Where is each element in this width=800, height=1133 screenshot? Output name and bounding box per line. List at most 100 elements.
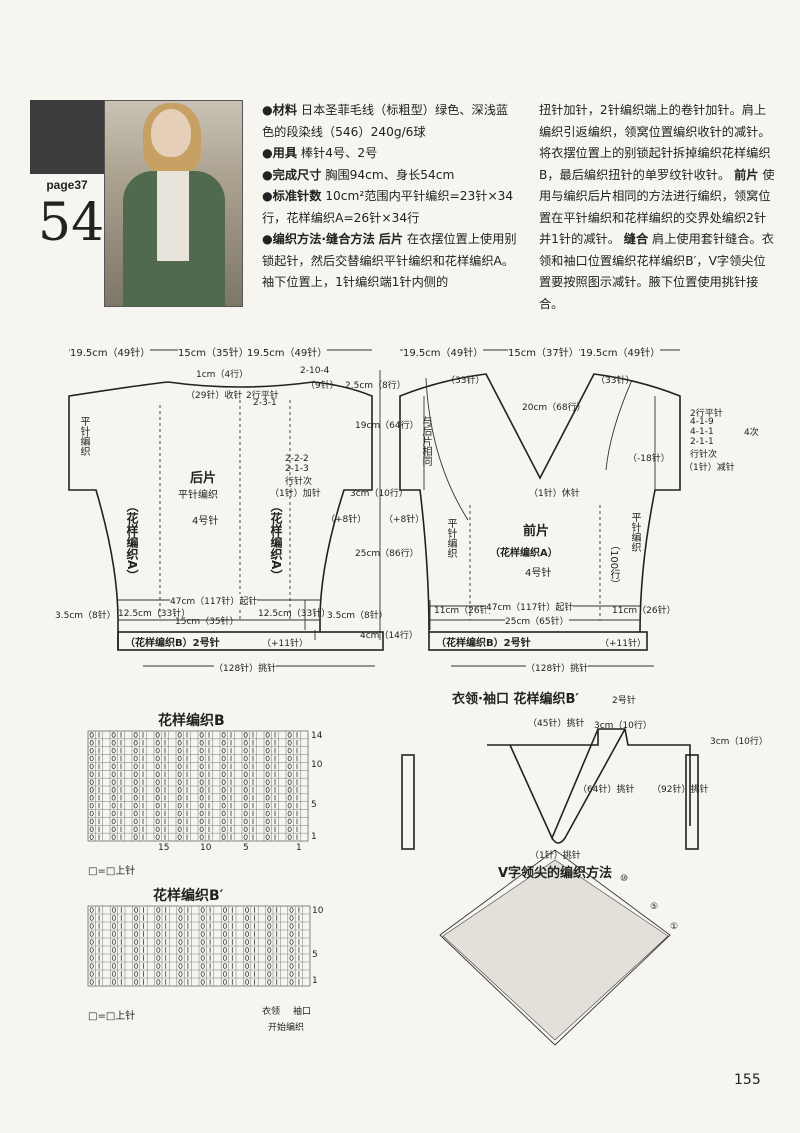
front-needle: 4号针 [525, 568, 552, 579]
back-side-label: 平针编织 [78, 416, 89, 456]
back-shoulder-height: 2.5cm（8行） [345, 381, 406, 391]
front-cast-on: 47cm（117针）起针 [486, 600, 574, 613]
front-v-bottom: （1针）休针 [529, 489, 580, 499]
front-side-label-left: 平针编织 [445, 518, 456, 558]
seam-label: 缝合 [623, 232, 649, 246]
back-seg-center: 15cm（35针） [175, 617, 239, 627]
front-seg: 25cm（65针） [505, 614, 569, 627]
chart-b-col-10: 10 [200, 843, 212, 853]
back-inc-rule-2: 2-1-3 [285, 464, 309, 474]
front-rib-inc: （+11针） [600, 639, 646, 649]
sleeve-pickup92: （92针）挑针 [652, 785, 709, 795]
back-seg-left: 12.5cm（33针） [118, 609, 191, 619]
front-side-label-right: 平针编织 [629, 512, 640, 552]
front-same-as-back: 与后片相同 [420, 416, 431, 466]
collar-pickup45: （45针）挑针 [528, 719, 585, 729]
back-body-height: 19cm（64行） [355, 421, 419, 431]
front-title: 前片 [523, 524, 550, 539]
chart-b-row-1: 1 [311, 832, 317, 842]
back-hem-left: 3.5cm（8针） [55, 611, 116, 621]
chart-b2-row-10: 10 [312, 906, 324, 916]
vneck-mark-10: ⑩ [620, 874, 629, 884]
sleeve-height: 3cm（10行） [710, 737, 768, 747]
back-rib: （花样编织B）2号针 [125, 638, 220, 649]
back-pattern-a-left: （花样编织A） [125, 500, 139, 582]
pattern-number: 54 [38, 193, 105, 253]
back-lower-height: 25cm（86行） [355, 549, 419, 559]
tools-text: 棒针4号、2号 [300, 146, 378, 160]
back-pattern-a-right: （花样编织A） [269, 500, 283, 582]
back-rib-inc: （+11针） [262, 639, 308, 649]
chart-b-row-top: 14 [311, 731, 323, 741]
back-inc-rule-3: 行针次 [285, 477, 313, 487]
front-neck-dec-3: 2-1-1 [690, 437, 714, 447]
back-needle: 4号针 [192, 516, 219, 527]
method-text-4: 肩上使用套针缝合。衣领和袖口位置编织花样编织B′，V字领尖位置要按照图示减针。腋… [539, 232, 774, 311]
back-inc-rule-1: 2-2-2 [285, 454, 309, 464]
back-shoulder-sts: （9针） [306, 381, 339, 391]
back-rib-height: 4cm（14行） [360, 631, 418, 641]
back-title: 后片 [190, 471, 217, 486]
back-plus8-b: （+8针） [384, 515, 425, 525]
back-seg-right: 12.5cm（33针） [258, 609, 331, 619]
method-text-3: 使用与编织后片相同的方法进行编织，领窝位置在平针编织和花样编织的交界处编织2针并… [539, 167, 775, 247]
chart-b2-cuff: 袖口 [293, 1007, 312, 1017]
front-shoulder-left: （33针） [446, 376, 485, 386]
chart-b-legend: □=□上针 [88, 866, 136, 877]
materials-label: ●材料 [262, 103, 298, 117]
front-shoulder-right: （33针） [596, 376, 635, 386]
front-rib: （花样编织B）2号针 [436, 638, 531, 649]
front-label: 前片 [734, 167, 759, 182]
chart-b-col-15: 15 [158, 843, 170, 853]
front-pickup: （128针）挑针 [526, 661, 589, 674]
back-hem-right: 3.5cm（8针） [327, 611, 388, 621]
front-neck-dec-times: 4次 [744, 428, 759, 438]
chart-b-col-5: 5 [243, 843, 249, 853]
back-pickup: （128针）挑针 [214, 661, 277, 674]
collar-outline [487, 728, 691, 844]
chart-b-row-10: 10 [311, 760, 323, 770]
back-dim-left: 19.5cm（49针） [70, 344, 151, 359]
chart-b2-row-1: 1 [312, 976, 318, 986]
vneck-mark-1: ① [670, 922, 679, 932]
chart-b2-row-5: 5 [312, 950, 318, 960]
front-dim-center: 15cm（37针） [508, 344, 579, 359]
instructions-column-2: 扭针加针，2针编织端上的卷针加针。肩上编织引返编织，领窝位置编织收针的减针。将衣… [539, 100, 775, 315]
front-hem-band [428, 631, 648, 651]
vneck-chart-fill [442, 859, 669, 1041]
chart-b2-cells-grid [87, 905, 311, 987]
front-neck-dec-2: 4-1-1 [690, 427, 714, 437]
front-v-depth: 20cm（68行） [522, 403, 586, 413]
page-ref: page37 [46, 178, 88, 192]
back-cast-on: 47cm（117针）起针 [170, 594, 258, 607]
front-hem-left: 11cm（26针） [434, 606, 498, 616]
tools-label: ●用具 [262, 146, 298, 160]
collar-pickup64: （64针）挑针 [578, 785, 635, 795]
front-neck-dec-note: （1针）减针 [684, 463, 735, 473]
sleeve-band-left [401, 754, 415, 850]
back-plus8: （+8针） [326, 515, 367, 525]
back-shoulder-rows: 2行平针 [246, 391, 279, 401]
front-side-height: （100行） [608, 540, 619, 590]
model-photo [104, 100, 243, 307]
method-label: ●编织方法·缝合方法 [262, 232, 375, 246]
gauge-label: ●标准针数 [262, 189, 322, 203]
back-label: 后片 [378, 232, 404, 246]
method-text-1: 在衣摆位置上使用别锁起针，然后交替编织平针编织和花样编织A。袖下位置上，1针编织… [262, 232, 517, 289]
chart-b-cells-grid [87, 730, 309, 842]
vneck-mark-5: ⑤ [650, 902, 659, 912]
back-shoulder-top: 2-10-4 [300, 366, 330, 376]
page-number: 155 [734, 1072, 761, 1088]
back-dim-right: 19.5cm（49针） [247, 344, 328, 359]
pattern-badge [30, 100, 104, 174]
collar-height: 3cm（10行） [594, 721, 652, 731]
back-piece-outline [68, 381, 373, 632]
front-dim-right: 19.5cm（49针） [580, 344, 661, 359]
back-shoulder-dec: 2-3-1 [253, 398, 277, 408]
back-neck-depth: 1cm（4行） [196, 370, 249, 380]
back-stockinette: 平针编织 [178, 490, 218, 501]
chart-b-col-1: 1 [296, 843, 302, 853]
back-dim-center: 15cm（35针） [178, 344, 249, 359]
chart-b2-legend: □=□上针 [88, 1011, 136, 1022]
